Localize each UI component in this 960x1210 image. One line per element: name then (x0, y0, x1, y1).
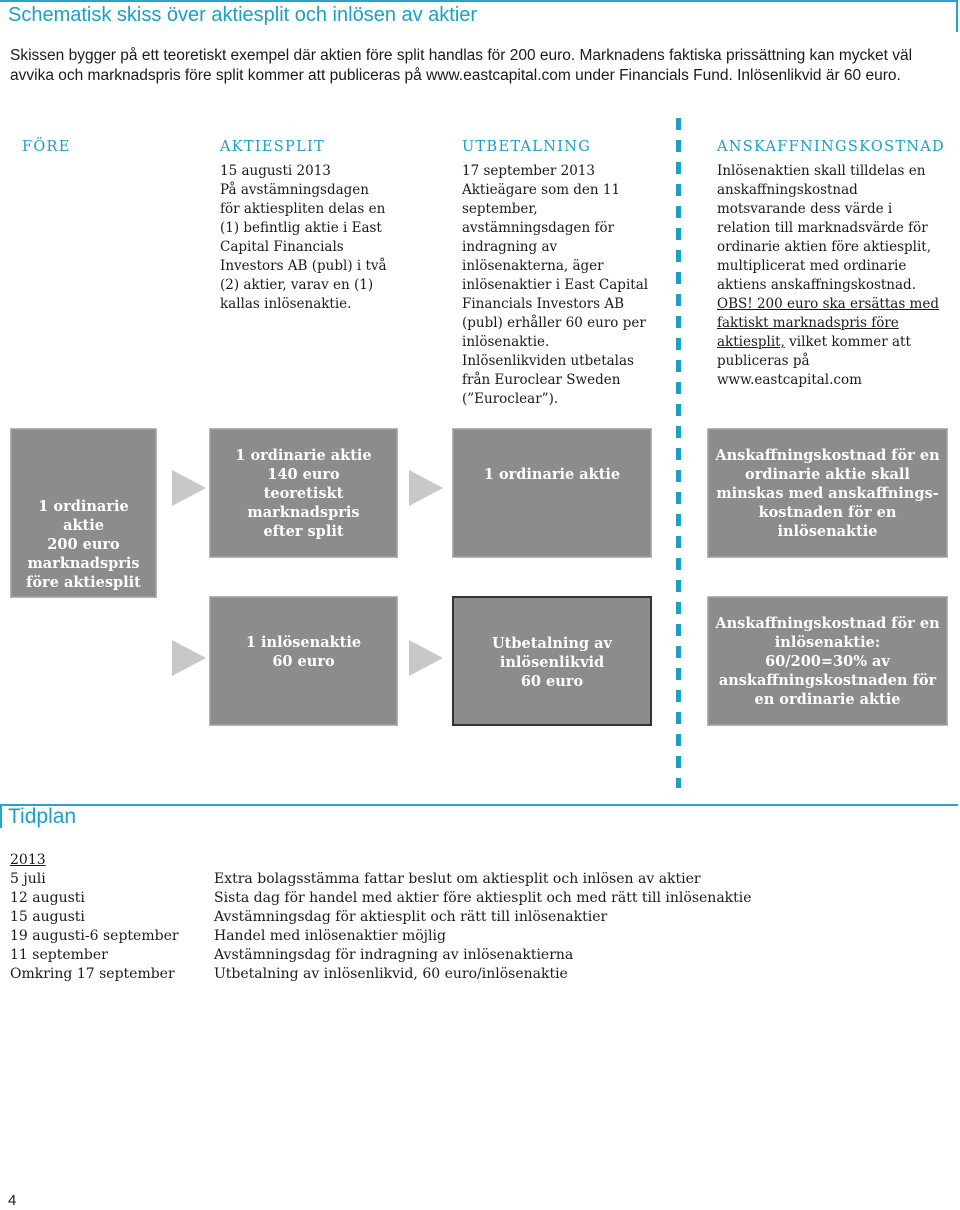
timeline-rule-edge (0, 804, 2, 828)
box-split-redemption-text: 1 inlösenaktie 60 euro (245, 634, 362, 670)
timeline-event: Avstämningsdag för aktiesplit och rätt t… (214, 909, 608, 925)
obs-line-3: aktiesplit, vilket kommer att (717, 333, 957, 352)
anskaffning-description: Inlösenaktien skall tilldelas en anskaff… (717, 163, 932, 293)
timeline-event: Avstämningsdag för indragning av inlösen… (214, 947, 574, 963)
timeline-row: Omkring 17 september Utbetalning av inlö… (10, 965, 955, 984)
timeline-date: 5 juli (10, 871, 46, 887)
timeline-table: 5 juli Extra bolagsstämma fattar beslut … (10, 870, 955, 984)
arrow-right-icon (409, 470, 443, 506)
box-split-redemption-share: 1 inlösenaktie 60 euro (209, 596, 398, 726)
utbetalning-description: 17 september 2013 Aktieägare som den 11 … (462, 163, 649, 407)
box-cost-ordinary-text: Anskaffningskostnad för en ordinarie akt… (715, 447, 940, 540)
page-number: 4 (8, 1192, 17, 1209)
dashed-separator (676, 118, 681, 788)
box-cost-redemption-text: Anskaffningskostnad för en inlösenaktie:… (715, 615, 940, 708)
timeline-date: 11 september (10, 947, 108, 963)
page-title: Schematisk skiss över aktiesplit och inl… (8, 4, 478, 26)
obs-line-3-underlined: aktiesplit, (717, 334, 785, 350)
heading-anskaffningskostnad: ANSKAFFNINGSKOSTNAD (717, 139, 945, 155)
box-split-ordinary-share: 1 ordinarie aktie 140 euro teoretiskt ma… (209, 428, 398, 558)
obs-line-5: www.eastcapital.com (717, 372, 862, 388)
obs-line-4: publiceras på (717, 353, 810, 369)
timeline-title: Tidplan (8, 805, 77, 828)
heading-fore: FÖRE (22, 139, 71, 155)
heading-utbetalning: UTBETALNING (462, 139, 592, 155)
timeline-row: 5 juli Extra bolagsstämma fattar beslut … (10, 870, 955, 889)
timeline-date: 15 augusti (10, 909, 85, 925)
timeline-row: 12 augusti Sista dag för handel med akti… (10, 889, 955, 908)
timeline-event: Utbetalning av inlösenlikvid, 60 euro/in… (214, 966, 568, 982)
timeline-row: 19 augusti-6 september Handel med inlöse… (10, 927, 955, 946)
box-cost-ordinary-share: Anskaffningskostnad för en ordinarie akt… (707, 428, 948, 558)
timeline-year: 2013 (10, 852, 46, 868)
timeline-date: Omkring 17 september (10, 966, 175, 982)
timeline-event: Extra bolagsstämma fattar beslut om akti… (214, 871, 701, 887)
timeline-event: Sista dag för handel med aktier före akt… (214, 890, 752, 906)
timeline-row: 15 augusti Avstämningsdag för aktiesplit… (10, 908, 955, 927)
title-frame (0, 0, 958, 32)
timeline-date: 19 augusti-6 september (10, 928, 179, 944)
arrow-right-icon (172, 470, 206, 506)
timeline-row: 11 september Avstämningsdag för indragni… (10, 946, 955, 965)
intro-paragraph: Skissen bygger på ett teoretiskt exempel… (10, 47, 913, 84)
box-fore-ordinary-share: 1 ordinarie aktie 200 euro marknadspris … (10, 428, 157, 598)
arrow-right-icon (409, 640, 443, 676)
box-payout-redemption: Utbetalning av inlösenlikvid 60 euro (452, 596, 652, 726)
box-cost-redemption-share: Anskaffningskostnad för en inlösenaktie:… (707, 596, 948, 726)
box-fore-text: 1 ordinarie aktie 200 euro marknadspris … (26, 498, 141, 591)
box-payout-redemption-text: Utbetalning av inlösenlikvid 60 euro (492, 635, 612, 690)
box-split-ordinary-text: 1 ordinarie aktie 140 euro teoretiskt ma… (235, 446, 372, 540)
heading-aktiesplit: AKTIESPLIT (220, 139, 326, 155)
arrow-right-icon (172, 640, 206, 676)
obs-line-1: OBS! 200 euro ska ersättas med (717, 296, 939, 312)
timeline-rule (0, 804, 958, 806)
obs-note: OBS! 200 euro ska ersättas med faktiskt … (717, 295, 957, 390)
box-payout-ordinary-text: 1 ordinarie aktie (483, 466, 621, 483)
timeline-date: 12 augusti (10, 890, 85, 906)
obs-line-2: faktiskt marknadspris före (717, 315, 899, 331)
timeline-event: Handel med inlösenaktier möjlig (214, 928, 446, 944)
obs-line-3-rest: vilket kommer att (784, 334, 911, 350)
aktiesplit-description: 15 augusti 2013 På avstämningsdagen för … (220, 163, 387, 312)
box-payout-ordinary-share: 1 ordinarie aktie (452, 428, 652, 558)
